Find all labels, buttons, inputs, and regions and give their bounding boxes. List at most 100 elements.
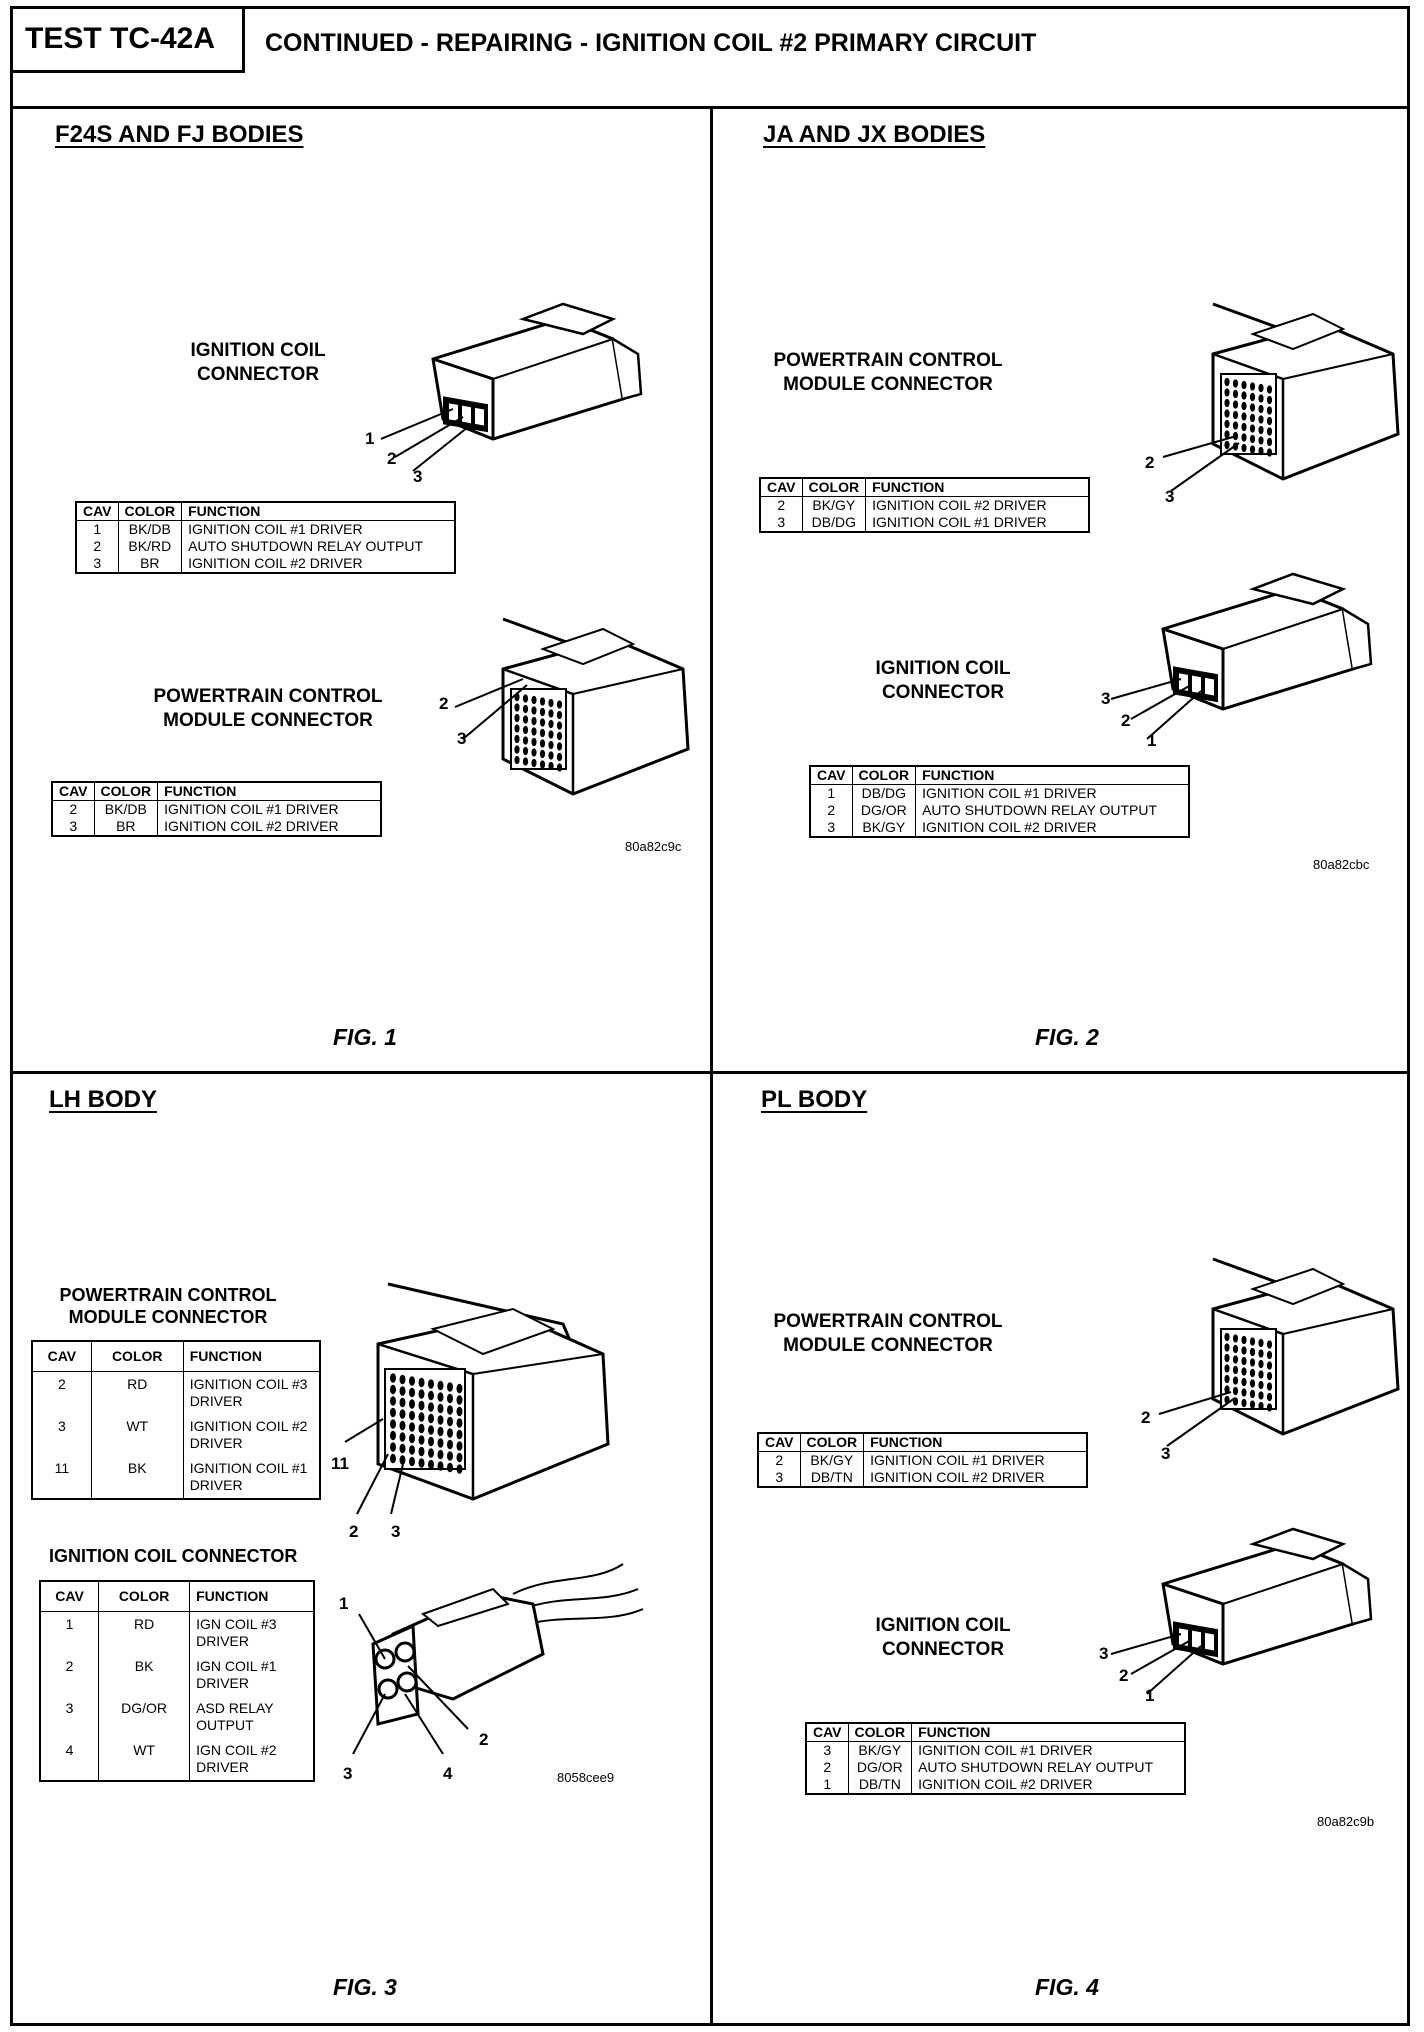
cavity-hole — [548, 719, 554, 729]
cell-function: IGNITION COIL #2 DRIVER — [181, 555, 456, 573]
cell-color: DB/DG — [801, 514, 866, 532]
cell-color: BK/RD — [117, 538, 182, 555]
cavity-hole — [1258, 415, 1264, 424]
cell-color: BK/GY — [801, 496, 866, 514]
cavity-hole — [1266, 385, 1273, 394]
pin-label: 2 — [1119, 1666, 1129, 1685]
cell-function: IGNITION COIL #2 DRIVER — [157, 818, 382, 836]
cell-cav: 2 — [75, 538, 119, 555]
cavity-hole — [522, 694, 529, 703]
cavity-hole — [522, 746, 529, 756]
cavity-hole — [1232, 400, 1239, 409]
cell-color: BK/DB — [93, 800, 158, 818]
cavity-hole — [437, 1415, 444, 1425]
cavity-hole — [399, 1420, 406, 1431]
cavity-hole — [456, 1429, 463, 1440]
cavity-hole — [428, 1379, 434, 1389]
cavity-hole — [1258, 436, 1264, 445]
cavity-hole — [539, 718, 546, 727]
cavity-hole — [1224, 377, 1230, 387]
cavity-hole — [1266, 1382, 1273, 1391]
cavity-hole — [556, 742, 563, 751]
page-frame: TEST TC-42A CONTINUED - REPAIRING - IGNI… — [10, 6, 1410, 2026]
cavity-hole — [1266, 416, 1273, 426]
cavity-hole — [447, 1428, 453, 1438]
cell-function: AUTO SHUTDOWN RELAY OUTPUT — [915, 802, 1190, 819]
cell-cav: 3 — [759, 514, 803, 532]
cavity-hole — [399, 1409, 406, 1419]
cell-color: BK/GY — [799, 1451, 864, 1469]
cavity-hole — [456, 1383, 463, 1394]
cell-cav: 3 — [39, 1696, 99, 1738]
cavity-hole — [447, 1451, 453, 1461]
cavity-hole — [1249, 424, 1256, 433]
cavity-hole — [418, 1389, 425, 1399]
cavity-hole — [409, 1387, 415, 1398]
cavity-hole — [531, 695, 537, 705]
cavity-hole — [1232, 1376, 1239, 1385]
pin-label: 3 — [413, 467, 423, 486]
test-id: TEST TC-42A — [13, 9, 245, 73]
cavity-hole — [418, 1435, 425, 1445]
cavity-hole — [437, 1380, 444, 1391]
cavity-hole — [1241, 1346, 1247, 1355]
cell-color: WT — [98, 1738, 190, 1781]
cell-cav: 2 — [757, 1451, 801, 1469]
cavity-hole — [456, 1464, 463, 1474]
cell-function: IGNITION COIL #1 DRIVER — [181, 520, 456, 538]
cavity-hole — [456, 1395, 463, 1405]
cavity-hole — [1258, 383, 1264, 393]
column-header: CAV — [75, 502, 119, 521]
figure-code: 80a82cbc — [1313, 857, 1370, 872]
cavity-hole — [1249, 1389, 1256, 1399]
cavity-hole — [1224, 1374, 1230, 1384]
cell-cav: 4 — [39, 1738, 99, 1781]
cavity-hole — [390, 1453, 396, 1464]
cavity-hole — [1249, 434, 1256, 444]
pin-leader-lines — [1162, 436, 1240, 492]
pin-leader-lines — [1110, 1633, 1202, 1695]
panel-title: JA AND JX BODIES — [763, 121, 986, 148]
cavity-hole — [1232, 389, 1239, 399]
pin-label: 2 — [387, 449, 397, 468]
cavity-hole — [399, 1397, 406, 1408]
pin-leader-lines — [454, 678, 528, 740]
figure-caption: FIG. 1 — [333, 1024, 397, 1050]
cavity-hole — [409, 1376, 415, 1386]
cell-color: DB/TN — [799, 1469, 864, 1487]
cavity-hole — [556, 721, 563, 730]
cell-cav: 3 — [809, 819, 853, 837]
pin-leader-lines — [1158, 1391, 1236, 1447]
cavity-hole — [539, 707, 546, 717]
pin-label: 2 — [1141, 1408, 1151, 1427]
cell-function: AUTO SHUTDOWN RELAY OUTPUT — [181, 538, 456, 555]
cell-cav: 3 — [757, 1469, 801, 1487]
pin-label: 2 — [349, 1522, 359, 1541]
cavity-hole — [1224, 388, 1230, 397]
cell-function: IGNITION COIL #2 DRIVER — [865, 496, 1090, 514]
cavity-hole — [1258, 1391, 1264, 1400]
cell-cav: 1 — [809, 784, 853, 802]
cell-color: DG/OR — [851, 802, 916, 819]
cavity-hole — [1249, 1368, 1256, 1378]
pin-label: 4 — [443, 1764, 453, 1783]
cell-function: IGNITION COIL #1 DRIVER — [863, 1451, 1088, 1469]
cell-function: ASD RELAY OUTPUT — [189, 1696, 314, 1738]
figure-caption: FIG. 4 — [1035, 1974, 1099, 2000]
cavity-hole — [514, 724, 520, 733]
cell-function: IGNITION COIL #1 DRIVER — [911, 1741, 1186, 1759]
cavity-hole — [1249, 1379, 1256, 1388]
cavity-hole — [1241, 1377, 1247, 1387]
cavity-hole — [1232, 1365, 1239, 1375]
pin-leader-lines — [352, 1613, 469, 1755]
cell-function: IGNITION COIL #1 DRIVER — [157, 800, 382, 818]
